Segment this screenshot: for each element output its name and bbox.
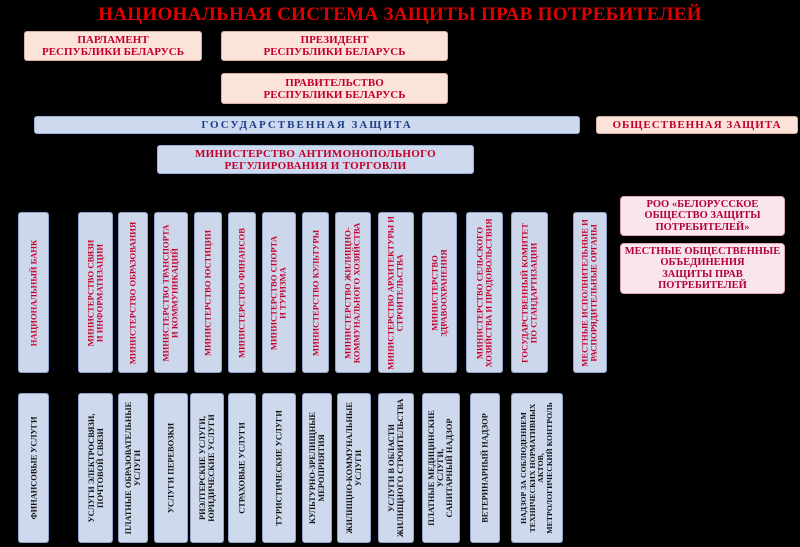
- service-label: ВЕТЕРИНАРНЫЙ НАДЗОР: [480, 413, 490, 523]
- ministry-label: ГОСУДАРСТВЕННЫЙ КОМИТЕТ ПО СТАНДАРТИЗАЦИ…: [519, 222, 539, 363]
- service-cultural-events: КУЛЬТУРНО-ЗРЕЛИЩНЫЕ МЕРОПРИЯТИЯ: [302, 393, 332, 543]
- service-label: НАДЗОР ЗА СОБЛЮДЕНИЕМ ТЕХНИЧЕСКИХ НОРМАТ…: [518, 402, 554, 534]
- public-protection-bar: ОБЩЕСТВЕННАЯ ЗАЩИТА: [596, 116, 798, 134]
- page-title: НАЦИОНАЛЬНАЯ СИСТЕМА ЗАЩИТЫ ПРАВ ПОТРЕБИ…: [98, 4, 702, 25]
- service-tourism: ТУРИСТИЧЕСКИЕ УСЛУГИ: [262, 393, 296, 543]
- ministry-communications: МИНИСТЕРСТВО СВЯЗИ И ИНФОРМАТИЗАЦИИ: [78, 212, 113, 373]
- public-org-local-associations: МЕСТНЫЕ ОБЩЕСТВЕННЫЕ ОБЪЕДИНЕНИЯ ЗАЩИТЫ …: [620, 243, 785, 294]
- ministry-finance: МИНИСТЕРСТВО ФИНАНСОВ: [228, 212, 256, 373]
- parliament-box: ПАРЛАМЕНТ РЕСПУБЛИКИ БЕЛАРУСЬ: [24, 31, 202, 61]
- service-education: ПЛАТНЫЕ ОБРАЗОВАТЕЛЬНЫЕ УСЛУГИ: [118, 393, 148, 543]
- service-label: УСЛУГИ ЭЛЕКТРОСВЯЗИ, ПОЧТОВОЙ СВЯЗИ: [86, 413, 105, 523]
- service-label: КУЛЬТУРНО-ЗРЕЛИЩНЫЕ МЕРОПРИЯТИЯ: [307, 411, 326, 525]
- service-realtor-legal: РИЭЛТЕРСКИЕ УСЛУГИ, ЮРИДИЧЕСКИЕ УСЛУГИ: [190, 393, 224, 543]
- state-committee-standardization: ГОСУДАРСТВЕННЫЙ КОМИТЕТ ПО СТАНДАРТИЗАЦИ…: [511, 212, 548, 373]
- ministry-education: МИНИСТЕРСТВО ОБРАЗОВАНИЯ: [118, 212, 148, 373]
- ministry-label: НАЦИОНАЛЬНЫЙ БАНК: [27, 239, 38, 346]
- public-protection-label: ОБЩЕСТВЕННАЯ ЗАЩИТА: [612, 119, 782, 131]
- service-financial: ФИНАНСОВЫЕ УСЛУГИ: [18, 393, 49, 543]
- government-label: ПРАВИТЕЛЬСТВО РЕСПУБЛИКИ БЕЛАРУСЬ: [263, 76, 406, 101]
- parliament-label: ПАРЛАМЕНТ РЕСПУБЛИКИ БЕЛАРУСЬ: [41, 34, 184, 58]
- ministry-label: МИНИСТЕРСТВО ОБРАЗОВАНИЯ: [127, 221, 138, 364]
- state-protection-bar: ГОСУДАРСТВЕННАЯ ЗАЩИТА: [34, 116, 580, 134]
- ministry-label: МИНИСТЕРСТВО АРХИТЕКТУРЫ И СТРОИТЕЛЬСТВА: [385, 215, 405, 370]
- public-org-label: РОО «БЕЛОРУССКОЕ ОБЩЕСТВО ЗАЩИТЫ ПОТРЕБИ…: [644, 198, 761, 233]
- ministry-label: МИНИСТЕРСТВО ЗДРАВООХРАНЕНИЯ: [429, 248, 449, 337]
- president-box: ПРЕЗИДЕНТ РЕСПУБЛИКИ БЕЛАРУСЬ: [221, 31, 448, 61]
- service-medical-sanitary: ПЛАТНЫЕ МЕДИЦИНСКИЕ УСЛУГИ, САНИТАРНЫЙ Н…: [422, 393, 460, 543]
- ministry-justice: МИНИСТЕРСТВО ЮСТИЦИИ: [194, 212, 222, 373]
- service-label: ТУРИСТИЧЕСКИЕ УСЛУГИ: [274, 410, 284, 526]
- service-label: УСЛУГИ ПЕРЕВОЗКИ: [166, 422, 176, 514]
- ministry-sport-tourism: МИНИСТЕРСТВО СПОРТА И ТУРИЗМА: [262, 212, 296, 373]
- ministry-label: МИНИСТЕРСТВО ТРАНСПОРТА И КОММУНИКАЦИЙ: [160, 224, 180, 361]
- antimonopoly-box: МИНИСТЕРСТВО АНТИМОНОПОЛЬНОГО РЕГУЛИРОВА…: [157, 145, 474, 174]
- service-label: РИЭЛТЕРСКИЕ УСЛУГИ, ЮРИДИЧЕСКИЕ УСЛУГИ: [197, 414, 216, 522]
- service-housing-construction: УСЛУГИ В ОБЛАСТИ ЖИЛИЩНОГО СТРОИТЕЛЬСТВА: [378, 393, 414, 543]
- ministry-culture: МИНИСТЕРСТВО КУЛЬТУРЫ: [302, 212, 329, 373]
- service-label: ПЛАТНЫЕ ОБРАЗОВАТЕЛЬНЫЕ УСЛУГИ: [123, 401, 142, 535]
- ministry-label: МИНИСТЕРСТВО СПОРТА И ТУРИЗМА: [268, 235, 288, 350]
- service-label: СТРАХОВЫЕ УСЛУГИ: [237, 422, 247, 514]
- public-org-belarus-society: РОО «БЕЛОРУССКОЕ ОБЩЕСТВО ЗАЩИТЫ ПОТРЕБИ…: [620, 196, 785, 236]
- service-transportation: УСЛУГИ ПЕРЕВОЗКИ: [154, 393, 188, 543]
- public-org-label: МЕСТНЫЕ ОБЩЕСТВЕННЫЕ ОБЪЕДИНЕНИЯ ЗАЩИТЫ …: [624, 245, 781, 292]
- ministry-national-bank: НАЦИОНАЛЬНЫЙ БАНК: [18, 212, 49, 373]
- ministry-architecture: МИНИСТЕРСТВО АРХИТЕКТУРЫ И СТРОИТЕЛЬСТВА: [378, 212, 414, 373]
- ministry-label: МИНИСТЕРСТВО СЕЛЬСКОГО ХОЗЯЙСТВА И ПРОДО…: [474, 217, 494, 368]
- ministry-label: МЕСТНЫЕ ИСПОЛНИТЕЛЬНЫЕ И РАСПОРЯДИТЕЛЬНЫ…: [579, 218, 599, 367]
- ministry-health: МИНИСТЕРСТВО ЗДРАВООХРАНЕНИЯ: [422, 212, 457, 373]
- service-standards-metrology: НАДЗОР ЗА СОБЛЮДЕНИЕМ ТЕХНИЧЕСКИХ НОРМАТ…: [511, 393, 563, 543]
- ministry-housing-utilities: МИНИСТЕРСТВО ЖИЛИЩНО- КОММУНАЛЬНОГО ХОЗЯ…: [335, 212, 371, 373]
- president-label: ПРЕЗИДЕНТ РЕСПУБЛИКИ БЕЛАРУСЬ: [263, 34, 406, 58]
- service-telecom-postal: УСЛУГИ ЭЛЕКТРОСВЯЗИ, ПОЧТОВОЙ СВЯЗИ: [78, 393, 113, 543]
- state-protection-label: ГОСУДАРСТВЕННАЯ ЗАЩИТА: [201, 119, 413, 131]
- ministry-transport: МИНИСТЕРСТВО ТРАНСПОРТА И КОММУНИКАЦИЙ: [154, 212, 188, 373]
- service-label: ФИНАНСОВЫЕ УСЛУГИ: [28, 416, 38, 520]
- ministry-label: МИНИСТЕРСТВО ЖИЛИЩНО- КОММУНАЛЬНОГО ХОЗЯ…: [342, 222, 362, 363]
- ministry-label: МИНИСТЕРСТВО ФИНАНСОВ: [236, 227, 247, 358]
- service-label: ПЛАТНЫЕ МЕДИЦИНСКИЕ УСЛУГИ, САНИТАРНЫЙ Н…: [427, 410, 455, 526]
- government-box: ПРАВИТЕЛЬСТВО РЕСПУБЛИКИ БЕЛАРУСЬ: [221, 73, 448, 104]
- ministry-label: МИНИСТЕРСТВО ЮСТИЦИИ: [202, 229, 213, 356]
- service-label: ЖИЛИЩНО-КОММУНАЛЬНЫЕ УСЛУГИ: [344, 402, 363, 534]
- antimonopoly-label: МИНИСТЕРСТВО АНТИМОНОПОЛЬНОГО РЕГУЛИРОВА…: [194, 147, 436, 172]
- ministry-label: МИНИСТЕРСТВО СВЯЗИ И ИНФОРМАТИЗАЦИИ: [85, 239, 105, 346]
- service-insurance: СТРАХОВЫЕ УСЛУГИ: [228, 393, 256, 543]
- service-label: УСЛУГИ В ОБЛАСТИ ЖИЛИЩНОГО СТРОИТЕЛЬСТВА: [386, 398, 405, 538]
- local-executive-bodies: МЕСТНЫЕ ИСПОЛНИТЕЛЬНЫЕ И РАСПОРЯДИТЕЛЬНЫ…: [573, 212, 607, 373]
- ministry-label: МИНИСТЕРСТВО КУЛЬТУРЫ: [309, 229, 320, 356]
- service-veterinary: ВЕТЕРИНАРНЫЙ НАДЗОР: [470, 393, 500, 543]
- ministry-agriculture: МИНИСТЕРСТВО СЕЛЬСКОГО ХОЗЯЙСТВА И ПРОДО…: [466, 212, 503, 373]
- service-housing-utilities: ЖИЛИЩНО-КОММУНАЛЬНЫЕ УСЛУГИ: [337, 393, 371, 543]
